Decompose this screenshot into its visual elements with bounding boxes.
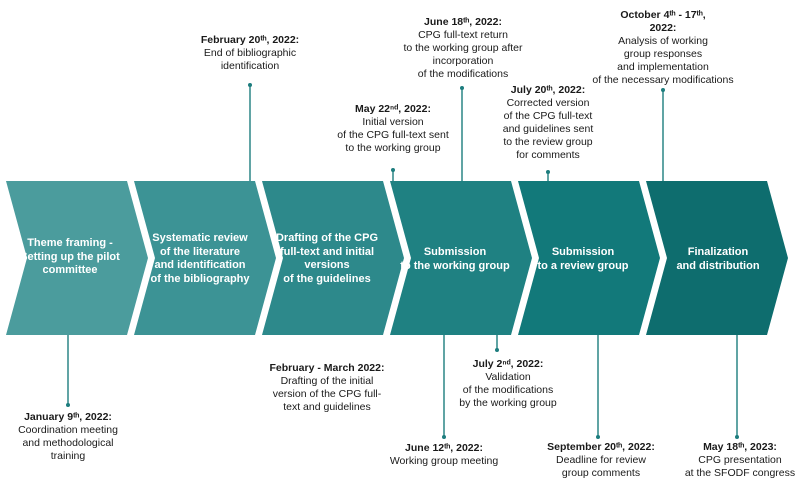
chevron-step-systematic-review <box>134 181 276 335</box>
connector-jun-18 <box>460 86 464 181</box>
connector-sep-20 <box>596 335 600 439</box>
milestone-description: Deadline for review group comments <box>556 454 646 479</box>
milestone-description: End of bibliographic identification <box>203 47 297 72</box>
connector-feb-20 <box>248 83 252 181</box>
milestone-description: Working group meeting <box>389 455 499 467</box>
connector-jan-9 <box>66 335 70 407</box>
milestone-description: Analysis of working group responses and … <box>592 35 734 86</box>
milestone-description: CPG presentation at the SFODF congress <box>684 454 796 479</box>
milestone-date: July 2ⁿᵈ, 2022: <box>472 358 544 370</box>
milestone-description: CPG full-text return to the working grou… <box>403 29 523 80</box>
chevron-step-theme-framing <box>6 181 148 335</box>
step-label-submission-review-group: Submission to a review group <box>537 246 629 272</box>
connector-jun-12 <box>442 335 446 439</box>
milestone-working-group-meeting: June 12ᵗʰ, 2022: Working group meeting <box>354 442 534 468</box>
connector-may-22 <box>391 168 395 181</box>
step-label-theme-framing: Theme framing - Setting up the pilot com… <box>20 237 120 276</box>
milestone-coordination-meeting: January 9ᵗʰ, 2022: Coordination meeting … <box>0 411 158 463</box>
milestone-cpg-presentation: May 18ᵗʰ, 2023: CPG presentation at the … <box>650 441 800 480</box>
step-label-drafting: Drafting of the CPG full-text and initia… <box>275 232 379 285</box>
step-label-finalization: Finalization and distribution <box>676 246 760 272</box>
milestone-description: Initial version of the CPG full-text sen… <box>337 116 449 154</box>
chevron-step-submission-working-group <box>390 181 532 335</box>
milestone-date: February - March 2022: <box>269 362 385 374</box>
milestone-end-bibliographic-identification: February 20ᵗʰ, 2022: End of bibliographi… <box>160 34 340 73</box>
step-label-submission-working-group: Submission to the working group <box>400 246 510 272</box>
milestone-description: Corrected version of the CPG full-text a… <box>502 97 594 161</box>
milestone-drafting-initial-version: February - March 2022: Drafting of the i… <box>237 362 417 414</box>
connector-jul-2 <box>495 335 499 352</box>
chevron-step-finalization <box>646 181 788 335</box>
milestone-date: February 20ᵗʰ, 2022: <box>200 34 300 46</box>
milestone-date: September 20ᵗʰ, 2022: <box>547 441 655 453</box>
milestone-corrected-version-sent: July 20ᵗʰ, 2022: Corrected version of th… <box>458 84 638 162</box>
step-label-systematic-review: Systematic review of the literature and … <box>150 232 250 285</box>
milestone-date: July 20ᵗʰ, 2022: <box>510 84 586 96</box>
milestone-description: Validation of the modifications by the w… <box>459 371 557 409</box>
milestone-validation-modifications: July 2ⁿᵈ, 2022: Validation of the modifi… <box>418 358 598 410</box>
milestone-description: Coordination meeting and methodological … <box>18 424 118 462</box>
milestone-review-deadline: September 20ᵗʰ, 2022: Deadline for revie… <box>511 441 691 480</box>
milestone-full-text-return: June 18ᵗʰ, 2022: CPG full-text return to… <box>373 16 553 81</box>
milestone-date: May 22ⁿᵈ, 2022: <box>355 103 431 115</box>
milestone-date: May 18ᵗʰ, 2023: <box>703 441 777 453</box>
milestone-date: January 9ᵗʰ, 2022: <box>24 411 112 423</box>
chevron-step-drafting <box>262 181 404 335</box>
milestone-date: June 12ᵗʰ, 2022: <box>405 442 483 454</box>
milestone-date: October 4ᵗʰ - 17ᵗʰ, 2022: <box>620 9 706 34</box>
milestone-description: Drafting of the initial version of the C… <box>272 375 382 413</box>
chevron-step-submission-review-group <box>518 181 660 335</box>
milestone-date: June 18ᵗʰ, 2022: <box>424 16 502 28</box>
connector-oct-4 <box>661 88 665 181</box>
connector-jul-20 <box>546 170 550 181</box>
milestone-analysis-responses: October 4ᵗʰ - 17ᵗʰ, 2022: Analysis of wo… <box>573 9 753 87</box>
milestone-initial-version-sent: May 22ⁿᵈ, 2022: Initial version of the C… <box>303 103 483 155</box>
connector-may-18 <box>735 335 739 439</box>
